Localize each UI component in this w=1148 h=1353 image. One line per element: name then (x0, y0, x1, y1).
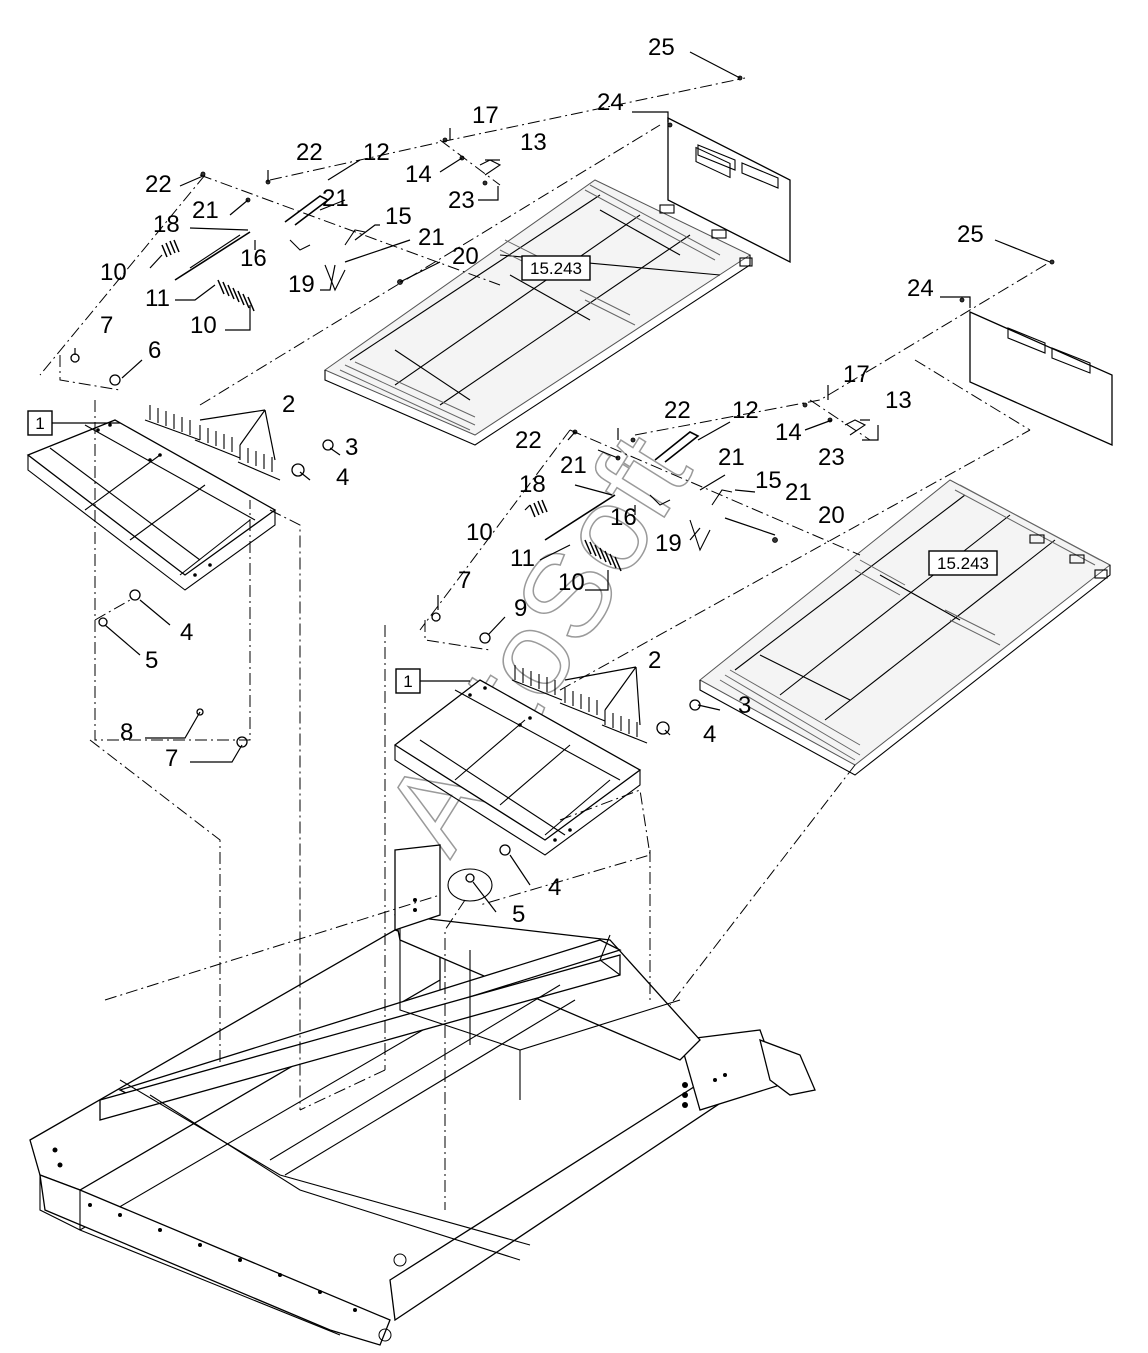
callouts-upper-left: 25 24 17 13 12 22 22 14 23 21 21 18 15 2… (100, 34, 675, 772)
callout: 22 (145, 171, 172, 198)
callout: 4 (180, 619, 193, 646)
svg-text:1: 1 (403, 672, 412, 691)
lower-right-hardware (431, 259, 1055, 902)
callout: 7 (100, 312, 113, 339)
callout: 21 (322, 185, 349, 212)
upper-left-hardware (70, 75, 743, 748)
callout: 12 (732, 397, 759, 424)
ref-box-tray-left[interactable]: 1 (27, 410, 120, 436)
callout: 11 (145, 285, 170, 312)
callout: 12 (363, 139, 390, 166)
assembly-lines (39, 77, 1051, 1210)
callout: 7 (165, 745, 178, 772)
callout: 21 (418, 224, 445, 251)
callout: 14 (775, 419, 802, 446)
callout: 13 (520, 129, 547, 156)
callout: 3 (345, 434, 358, 461)
callout: 2 (282, 391, 295, 418)
callout: 22 (515, 427, 542, 454)
callout-leaders (74, 51, 1051, 913)
callout: 8 (120, 719, 133, 746)
callout: 19 (655, 530, 682, 557)
callout: 10 (190, 312, 217, 339)
callout: 25 (957, 221, 984, 248)
callout: 21 (718, 444, 745, 471)
left-tray (26, 419, 277, 591)
callout: 6 (148, 337, 161, 364)
base-frame (29, 844, 816, 1346)
ref-box-upper[interactable]: 15.243 (521, 255, 591, 281)
callout: 22 (664, 397, 691, 424)
callout: 24 (907, 275, 934, 302)
callout: 3 (738, 692, 751, 719)
callout: 4 (336, 464, 349, 491)
callout: 21 (785, 479, 812, 506)
callout: 16 (610, 504, 637, 531)
callout: 5 (145, 647, 158, 674)
upper-left-deck-panel (323, 179, 753, 446)
callout: 5 (512, 901, 525, 928)
callout: 18 (153, 211, 180, 238)
callout: 4 (548, 874, 561, 901)
ref-box-tray-right[interactable]: 1 (395, 668, 470, 694)
callout: 25 (648, 34, 675, 61)
callout: 19 (288, 271, 315, 298)
callout: 11 (510, 545, 535, 572)
callout: 21 (192, 197, 219, 224)
callouts-lower-right: 25 24 17 13 22 12 14 22 21 21 23 15 18 2… (458, 221, 984, 928)
callout: 21 (560, 452, 587, 479)
callout: 10 (100, 259, 127, 286)
svg-text:1: 1 (35, 414, 44, 433)
svg-text:15.243: 15.243 (530, 259, 582, 278)
callout: 23 (448, 187, 475, 214)
callout: 17 (843, 361, 870, 388)
callout: 16 (240, 245, 267, 272)
callout: 22 (296, 139, 323, 166)
callout: 10 (466, 519, 493, 546)
right-tray (393, 679, 642, 856)
callout: 14 (405, 161, 432, 188)
callout: 2 (648, 647, 661, 674)
callout: 18 (519, 471, 546, 498)
right-tine-combs (511, 665, 648, 744)
callout: 13 (885, 387, 912, 414)
callout: 23 (818, 444, 845, 471)
callout: 20 (452, 243, 479, 270)
lower-right-deck-panel (699, 479, 1111, 776)
callout: 20 (818, 502, 845, 529)
callout: 10 (558, 569, 585, 596)
svg-text:15.243: 15.243 (937, 554, 989, 573)
callout: 15 (755, 467, 782, 494)
callout: 7 (458, 567, 471, 594)
callout: 17 (472, 102, 499, 129)
lower-right-back-plate (969, 311, 1113, 446)
callout: 4 (703, 721, 716, 748)
callout: 15 (385, 203, 412, 230)
callout: 24 (597, 89, 624, 116)
ref-box-lower[interactable]: 15.243 (928, 550, 998, 576)
callout: 9 (514, 595, 527, 622)
upper-left-back-plate (667, 116, 791, 264)
left-tine-combs (144, 405, 281, 481)
